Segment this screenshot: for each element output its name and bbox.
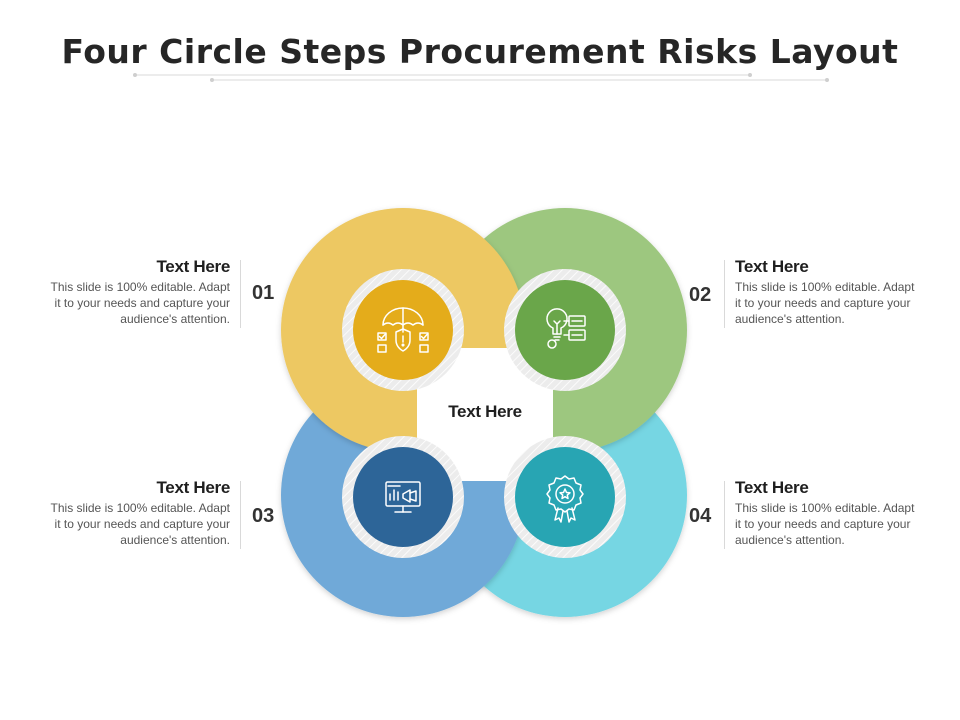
divider-01 <box>240 260 241 328</box>
desc-line: audience's attention. <box>120 533 230 547</box>
step-heading-02: Text Here <box>735 257 809 276</box>
desc-line: audience's attention. <box>735 533 845 547</box>
step-description-04: This slide is 100% editable. Adapt it to… <box>735 500 945 548</box>
step-text-block-01: Text Here This slide is 100% editable. A… <box>30 257 231 327</box>
step-heading-03: Text Here <box>156 478 230 497</box>
desc-line: it to your needs and capture your <box>735 296 911 310</box>
step-description-03: This slide is 100% editable. Adapt it to… <box>30 500 230 548</box>
step-number-03: 03 <box>252 505 275 527</box>
desc-line: This slide is 100% editable. Adapt <box>50 280 230 294</box>
desc-line: audience's attention. <box>735 312 845 326</box>
divider-04 <box>724 481 725 549</box>
desc-line: This slide is 100% editable. Adapt <box>50 501 230 515</box>
step-heading-04: Text Here <box>735 478 809 497</box>
lightbulb-chat-icon <box>546 308 586 349</box>
inner-circle-02 <box>515 280 615 380</box>
step-text-block-04: Text Here This slide is 100% editable. A… <box>735 478 945 548</box>
desc-line: it to your needs and capture your <box>54 296 230 310</box>
desc-line: This slide is 100% editable. Adapt <box>735 501 915 515</box>
step-description-01: This slide is 100% editable. Adapt it to… <box>30 279 230 327</box>
monitor-megaphone-icon <box>385 481 421 513</box>
step-text-block-03: Text Here This slide is 100% editable. A… <box>30 478 231 548</box>
title-underline <box>133 73 829 82</box>
step-heading-01: Text Here <box>156 257 230 276</box>
step-number-02: 02 <box>689 284 712 306</box>
desc-line: audience's attention. <box>120 312 230 326</box>
step-number-01: 01 <box>252 282 275 304</box>
divider-02 <box>724 260 725 328</box>
desc-line: it to your needs and capture your <box>54 517 230 531</box>
step-text-block-02: Text Here This slide is 100% editable. A… <box>735 257 945 327</box>
page-title: Four Circle Steps Procurement Risks Layo… <box>61 32 899 71</box>
desc-line: it to your needs and capture your <box>735 517 911 531</box>
umbrella-shield-checklist-icon <box>377 307 429 353</box>
step-description-02: This slide is 100% editable. Adapt it to… <box>735 279 945 327</box>
center-label: Text Here <box>448 402 522 421</box>
divider-03 <box>240 481 241 549</box>
award-badge-icon <box>546 475 584 523</box>
step-number-04: 04 <box>689 505 712 527</box>
desc-line: This slide is 100% editable. Adapt <box>735 280 915 294</box>
